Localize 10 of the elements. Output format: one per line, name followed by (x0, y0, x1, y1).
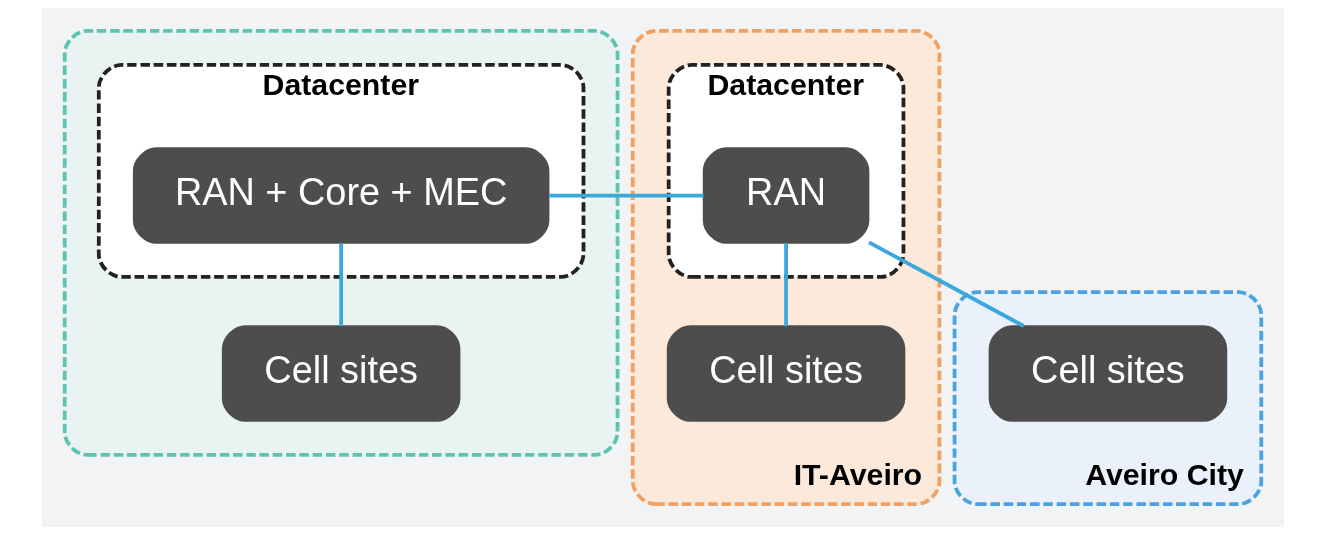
node-box: RAN (702, 147, 870, 244)
connector (339, 243, 344, 327)
node-box: Cell sites (221, 325, 461, 422)
connector (868, 240, 1025, 328)
node-box: RAN + Core + MEC (132, 147, 550, 244)
cluster (62, 28, 620, 457)
node-box: Cell sites (988, 325, 1228, 422)
connector (548, 193, 704, 198)
connector (784, 243, 788, 327)
node-box: Cell sites (666, 325, 906, 422)
